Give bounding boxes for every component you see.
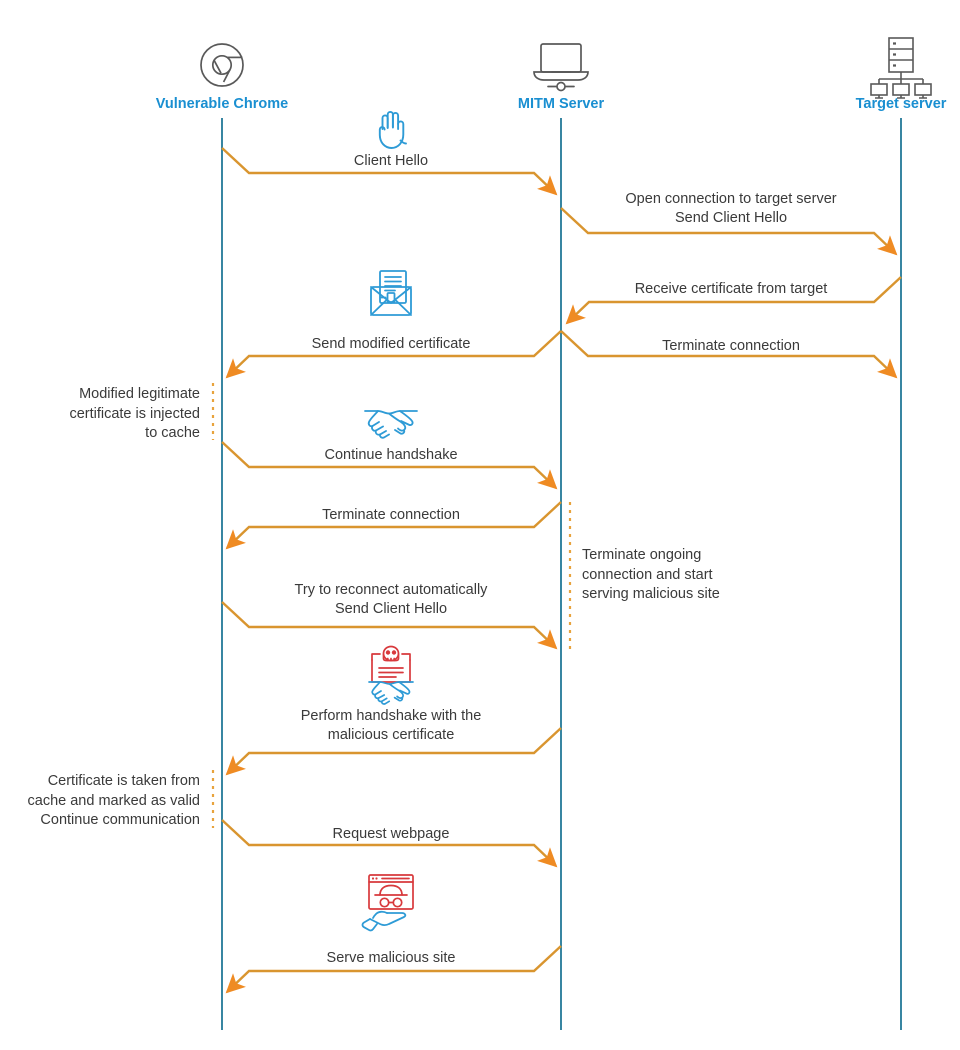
arrow-m2 bbox=[560, 207, 898, 256]
lifelines bbox=[221, 118, 902, 1030]
arrow-m11 bbox=[225, 945, 562, 994]
waving-hand-icon bbox=[378, 111, 407, 149]
arrow-m7 bbox=[225, 501, 562, 550]
message-label-m5: Terminate connection bbox=[662, 338, 800, 354]
arrow-m1 bbox=[221, 147, 558, 196]
message-label-m7: Terminate connection bbox=[322, 507, 460, 523]
message-label-m2: Open connection to target server Send Cl… bbox=[625, 191, 837, 226]
server-rack-icon bbox=[870, 37, 932, 99]
arrow-m10 bbox=[221, 819, 558, 868]
message-label-m9: Perform handshake with the malicious cer… bbox=[300, 708, 482, 743]
handshake-icon bbox=[364, 410, 418, 439]
message-label-m6: Continue handshake bbox=[324, 447, 458, 463]
message-label-m4: Send modified certificate bbox=[311, 336, 471, 352]
certificate-envelope-icon bbox=[370, 270, 412, 316]
message-label-m11: Serve malicious site bbox=[326, 950, 456, 966]
actor-label-chrome: Vulnerable Chrome bbox=[155, 96, 289, 112]
arrow-m5 bbox=[560, 330, 898, 379]
message-label-m10: Request webpage bbox=[332, 826, 450, 842]
message-label-m1: Client Hello bbox=[353, 153, 429, 169]
arrow-m4 bbox=[225, 330, 562, 379]
actor-label-target: Target server bbox=[855, 96, 947, 112]
note-certificate-from-cache: Certificate is taken from cache and mark… bbox=[27, 773, 201, 828]
malicious-site-hand-icon bbox=[361, 874, 414, 932]
arrow-m6 bbox=[221, 441, 558, 490]
arrow-m9 bbox=[225, 727, 562, 776]
malicious-certificate-handshake-icon bbox=[368, 645, 414, 705]
note-terminate-ongoing: Terminate ongoing connection and start s… bbox=[582, 547, 720, 602]
message-label-m3: Receive certificate from target bbox=[634, 281, 828, 297]
actor-label-mitm: MITM Server bbox=[517, 96, 605, 112]
note-brackets bbox=[211, 383, 572, 828]
message-arrows bbox=[221, 147, 902, 994]
note-certificate-injected: Modified legitimate certificate is injec… bbox=[69, 386, 200, 441]
arrow-m8 bbox=[221, 601, 558, 650]
message-label-m8: Try to reconnect automatically Send Clie… bbox=[294, 582, 488, 617]
chrome-logo-icon bbox=[200, 43, 244, 87]
arrow-m3 bbox=[565, 276, 902, 325]
laptop-icon bbox=[533, 43, 589, 92]
